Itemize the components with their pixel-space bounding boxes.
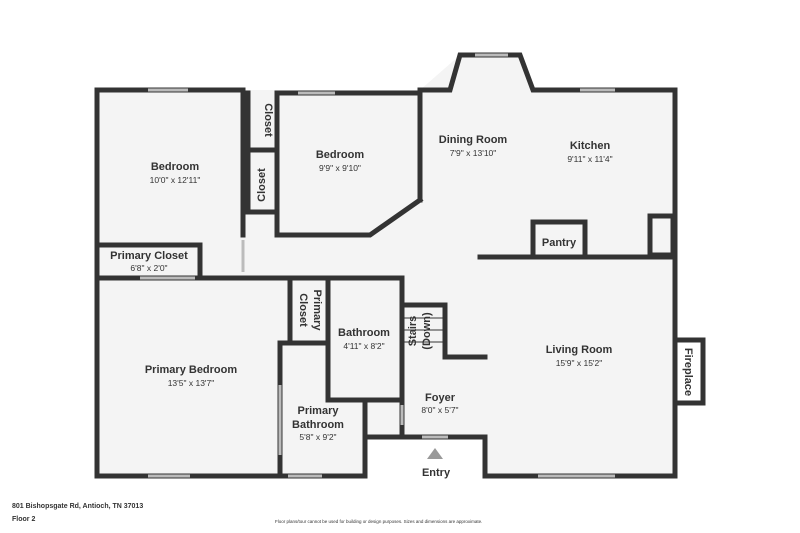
room-name: Pantry: [542, 237, 577, 249]
room-name: Primary: [311, 290, 323, 332]
room-name: Closet: [262, 103, 274, 137]
room-name: Bathroom: [292, 419, 344, 431]
room-name: Living Room: [546, 344, 613, 356]
room-name: Bathroom: [338, 327, 390, 339]
room-name: Primary Closet: [110, 250, 188, 262]
windows: [140, 53, 615, 478]
room-name: Bedroom: [151, 161, 200, 173]
room-dims: 9'11" x 11'4": [567, 154, 612, 164]
room-dims: 6'8" x 2'0": [130, 263, 167, 273]
room-dims: 7'9" x 13'10": [450, 148, 497, 158]
floor-label: Floor 2: [12, 516, 36, 523]
room-name: Kitchen: [570, 140, 611, 152]
room-dims: 8'0" x 5'7": [421, 405, 458, 415]
address: 801 Bishopsgate Rd, Antioch, TN 37013: [12, 503, 144, 510]
disclaimer: Floor plans/tour cannot be used for buil…: [275, 519, 483, 524]
room-name: Dining Room: [439, 134, 508, 146]
room-name: Foyer: [425, 392, 456, 404]
room-dims: 13'5" x 13'7": [168, 378, 215, 388]
room-name: Closet: [297, 293, 309, 327]
room-dims: 10'0" x 12'11": [150, 175, 201, 185]
room-dims: 4'11" x 8'2": [343, 341, 384, 351]
room-dims: 15'9" x 15'2": [556, 358, 603, 368]
room-dims: 5'8" x 9'2": [299, 432, 336, 442]
room-name: Closet: [256, 168, 268, 202]
stair-treads: [404, 317, 443, 343]
room-name: Primary Bedroom: [145, 364, 238, 376]
floor-fill: [97, 55, 675, 476]
entry-arrow-icon: [427, 448, 443, 459]
room-name: Primary: [298, 405, 340, 417]
room-dims: 9'9" x 9'10": [319, 163, 361, 173]
room-name: Entry: [422, 467, 451, 479]
room-name: Bedroom: [316, 149, 365, 161]
room-name: (Down): [421, 312, 433, 350]
room-name: Stairs: [407, 316, 419, 347]
room-name: Fireplace: [682, 348, 694, 396]
